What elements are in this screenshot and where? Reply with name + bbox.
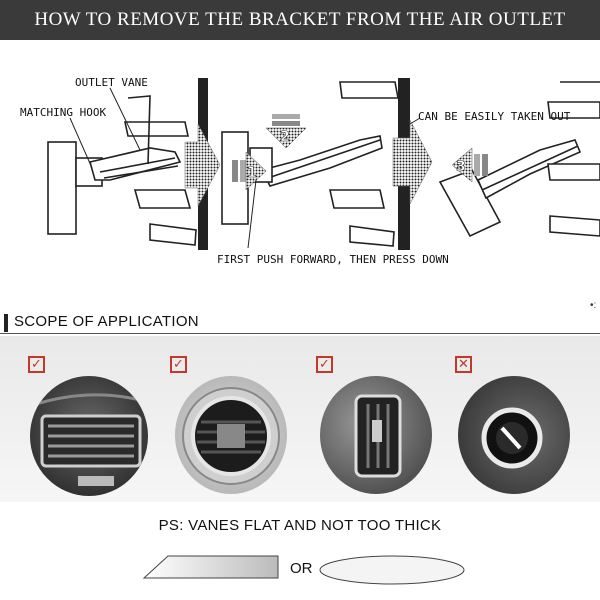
oval-vane-shape xyxy=(319,555,465,585)
removal-diagram: 1 2 3 xyxy=(0,40,600,290)
scope-bar xyxy=(4,314,8,332)
ps-note: PS: VANES FLAT AND NOT TOO THICK xyxy=(158,517,442,534)
scope-rule xyxy=(0,333,600,334)
panel-1 xyxy=(47,95,197,246)
step-2-arrow: 2 xyxy=(265,114,307,149)
vent-eyeball-photo xyxy=(458,376,570,494)
vent-slim-photo xyxy=(320,376,432,494)
page-title: HOW TO REMOVE THE BRACKET FROM THE AIR O… xyxy=(34,9,566,30)
arrow-right-2 xyxy=(392,119,433,205)
leader-lines xyxy=(69,87,421,249)
step-1-arrow: 1 xyxy=(232,151,267,191)
vane-shapes-svg xyxy=(142,555,465,585)
or-label: OR xyxy=(290,560,313,577)
removal-diagram-svg: 1 2 3 xyxy=(47,78,600,250)
dash-panel-1 xyxy=(47,141,77,235)
panel-2 xyxy=(221,81,399,247)
check-icon: ✓ xyxy=(28,356,45,373)
step-3-label: 3 xyxy=(456,159,466,175)
label-push-press: FIRST PUSH FORWARD, THEN PRESS DOWN xyxy=(217,253,449,266)
vent-rect-photo xyxy=(30,376,148,496)
dots-marker: •: xyxy=(590,300,597,311)
applications-strip: ✓ ✓ ✓ xyxy=(0,336,600,502)
scope-header: SCOPE OF APPLICATION xyxy=(0,312,600,334)
label-matching-hook: MATCHING HOOK xyxy=(20,106,107,119)
panel-3 xyxy=(438,81,600,238)
vane-shapes: OR xyxy=(140,548,470,596)
vent-round-photo xyxy=(175,376,287,494)
arrow-right-1 xyxy=(184,123,221,207)
title-bar: HOW TO REMOVE THE BRACKET FROM THE AIR O… xyxy=(0,0,600,40)
cross-icon: ✕ xyxy=(455,356,472,373)
label-easily-taken-out: CAN BE EASILY TAKEN OUT xyxy=(418,110,571,123)
step-1-label: 1 xyxy=(247,165,257,181)
step-3-arrow: 3 xyxy=(451,147,488,183)
check-icon: ✓ xyxy=(170,356,187,373)
scope-title: SCOPE OF APPLICATION xyxy=(14,313,199,330)
label-outlet-vane: OUTLET VANE xyxy=(75,76,148,89)
flat-vane-shape xyxy=(142,555,279,579)
check-icon: ✓ xyxy=(316,356,333,373)
step-2-label: 2 xyxy=(280,129,290,145)
